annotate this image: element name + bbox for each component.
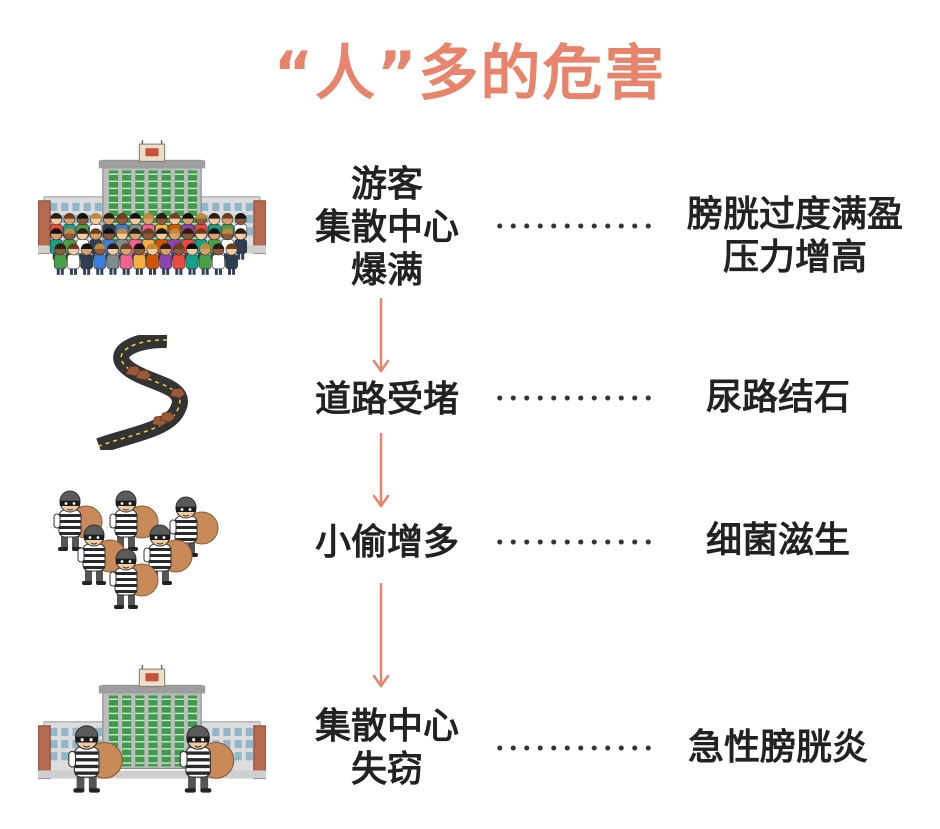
thieves-group xyxy=(53,490,219,609)
cause-text-row-2: 道路受堵 xyxy=(272,378,502,421)
crowd-person xyxy=(132,243,146,275)
crowd-person xyxy=(172,243,186,275)
effect-line: 细菌滋生 xyxy=(705,520,850,561)
dotted-connector xyxy=(493,395,655,401)
cause-line: 游客 xyxy=(350,164,423,205)
dotted-connector xyxy=(493,223,655,229)
crowd xyxy=(49,213,248,275)
cause-line: 集散中心 xyxy=(314,706,459,747)
cause-text-row-1: 游客 集散中心 爆满 xyxy=(272,163,502,292)
dotted-connector xyxy=(493,745,655,751)
cause-text-row-3: 小偷增多 xyxy=(272,521,502,564)
dotted-connector xyxy=(493,539,655,545)
cause-line: 道路受堵 xyxy=(314,379,459,420)
cause-line: 小偷增多 xyxy=(314,522,459,563)
rock xyxy=(169,387,186,399)
crowd-person xyxy=(198,243,212,275)
building-crowd-icon xyxy=(38,140,266,282)
cause-line: 爆满 xyxy=(350,250,423,291)
rock xyxy=(135,369,152,381)
down-arrow-icon xyxy=(371,433,391,509)
effect-line: 膀胱过度满盈 xyxy=(686,194,903,235)
effect-line: 尿路结石 xyxy=(705,377,850,418)
crowd-person xyxy=(159,243,173,275)
down-arrow-icon xyxy=(371,583,391,689)
effect-text-row-1: 膀胱过度满盈 压力增高 xyxy=(660,193,930,279)
crowd-person xyxy=(80,243,94,275)
crowd-person xyxy=(185,243,199,275)
crowd-person xyxy=(67,243,80,275)
crowd-person xyxy=(211,243,225,275)
down-arrow-icon xyxy=(371,298,391,374)
thief-figure xyxy=(109,548,159,609)
cause-line: 失窃 xyxy=(350,749,423,790)
thief-figure xyxy=(68,725,123,793)
cause-line: 集散中心 xyxy=(314,207,459,248)
effect-line: 压力增高 xyxy=(722,237,867,278)
thieves-icon xyxy=(48,488,233,616)
effect-text-row-3: 细菌滋生 xyxy=(643,519,913,562)
crowd-person xyxy=(119,243,133,275)
rock xyxy=(125,365,142,377)
crowd-person xyxy=(234,228,248,260)
winding-road-icon xyxy=(95,335,195,450)
crowd-person xyxy=(225,243,238,275)
road xyxy=(96,335,188,450)
crowd-person xyxy=(93,243,107,275)
cause-text-row-4: 集散中心 失窃 xyxy=(272,705,502,791)
crowd-person xyxy=(106,243,120,275)
effect-line: 急性膀胱炎 xyxy=(687,727,868,768)
thief-figure xyxy=(143,524,193,585)
crowd-person xyxy=(146,243,159,275)
effect-text-row-4: 急性膀胱炎 xyxy=(643,726,913,769)
building-thieves-icon xyxy=(38,665,266,805)
rock xyxy=(159,411,176,423)
thief-figure xyxy=(169,496,219,557)
thief-figure xyxy=(109,490,159,551)
crowd-person xyxy=(53,243,67,275)
effect-text-row-2: 尿路结石 xyxy=(643,376,913,419)
thief-figure xyxy=(77,524,127,585)
thief-figure xyxy=(179,725,235,793)
thieves-group xyxy=(68,725,235,793)
page-title: “人”多的危害 xyxy=(273,39,667,109)
